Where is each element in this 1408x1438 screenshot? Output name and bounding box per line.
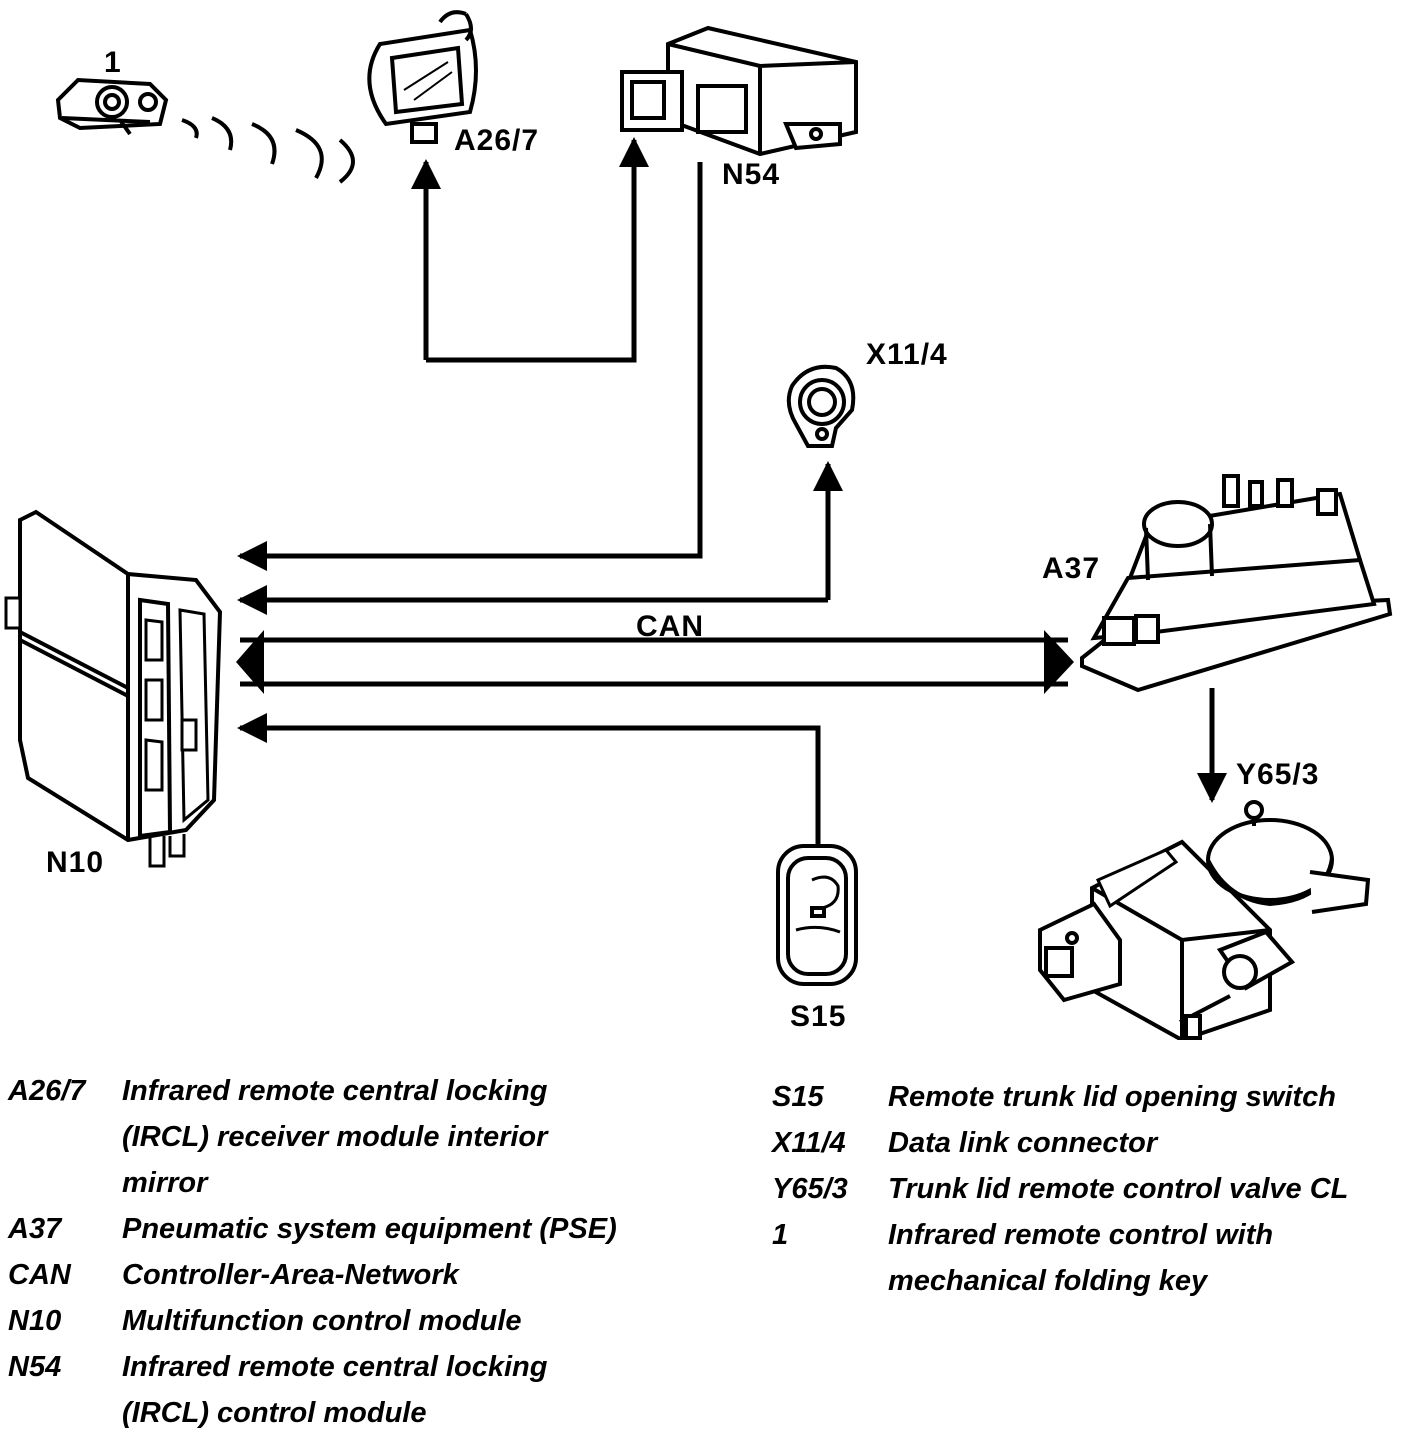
label-remote: 1	[104, 46, 122, 79]
legend-item: A26/7 Infrared remote central locking (I…	[8, 1068, 688, 1206]
legend-item: CAN Controller-Area-Network	[8, 1252, 688, 1298]
legend-code: A26/7	[8, 1075, 86, 1107]
multifunction-module-icon	[4, 509, 223, 868]
legend-description: Controller-Area-Network	[122, 1259, 459, 1291]
legend-description: Remote trunk lid opening switch	[888, 1081, 1336, 1113]
pneumatic-pump-icon	[1080, 474, 1393, 693]
line-s15-to-n10	[237, 713, 821, 846]
control-module-box-icon	[620, 25, 858, 157]
label-can: CAN	[636, 610, 704, 643]
line-n54-to-n10	[237, 162, 703, 571]
legend-description: Pneumatic system equipment (PSE)	[122, 1213, 617, 1245]
infrared-signal-icon	[181, 116, 355, 184]
legend-description: Trunk lid remote control valve CL	[888, 1173, 1349, 1205]
legend-item: 1 Infrared remote control with mechanica…	[772, 1212, 1402, 1304]
legend-right: S15 Remote trunk lid opening switch X11/…	[772, 1074, 1402, 1304]
label-y65-3: Y65/3	[1236, 758, 1319, 791]
interior-mirror-icon	[367, 10, 478, 144]
legend-code: S15	[772, 1081, 824, 1113]
legend-item: N10 Multifunction control module	[8, 1298, 688, 1344]
legend-code: 1	[772, 1219, 789, 1251]
label-s15: S15	[790, 1000, 846, 1033]
legend-description: Data link connector	[888, 1127, 1158, 1159]
wiring-diagram: 1 A26/7 N54 X11/4 A37 CAN N10 Y65/3 S15	[4, 10, 1393, 1040]
legend-left: A26/7 Infrared remote central locking (I…	[8, 1068, 688, 1436]
legend-description: Infrared remote central locking (IRCL) c…	[122, 1351, 548, 1429]
legend-code: CAN	[8, 1259, 71, 1291]
legend-item: S15 Remote trunk lid opening switch	[772, 1074, 1402, 1120]
data-link-connector-icon	[786, 364, 856, 448]
legend-code: X11/4	[772, 1127, 846, 1159]
can-arrowhead-left	[236, 630, 264, 694]
infrared-remote-key-icon	[55, 77, 169, 136]
label-a37: A37	[1042, 552, 1100, 585]
remote-control-valve-icon	[1038, 800, 1371, 1040]
legend-description: Infrared remote control with mechanical …	[888, 1219, 1274, 1297]
legend-code: A37	[8, 1213, 62, 1245]
label-a26-7: A26/7	[454, 124, 539, 157]
legend-item: A37 Pneumatic system equipment (PSE)	[8, 1206, 688, 1252]
legend-item: Y65/3 Trunk lid remote control valve CL	[772, 1166, 1402, 1212]
rocker-switch-icon	[776, 844, 858, 986]
connection-lines	[237, 137, 1227, 846]
legend-item: N54 Infrared remote central locking (IRC…	[8, 1344, 688, 1436]
label-n54: N54	[722, 158, 780, 191]
label-n10: N10	[46, 846, 104, 879]
can-arrowhead-right	[1044, 630, 1074, 694]
legend-description: Multifunction control module	[122, 1305, 522, 1337]
line-to-n54	[426, 137, 649, 363]
legend-description: Infrared remote central locking (IRCL) r…	[122, 1075, 548, 1199]
label-x11-4: X11/4	[866, 338, 948, 371]
legend-code: Y65/3	[772, 1173, 848, 1205]
legend-code: N10	[8, 1305, 62, 1337]
legend-item: X11/4 Data link connector	[772, 1120, 1402, 1166]
legend-code: N54	[8, 1351, 62, 1383]
